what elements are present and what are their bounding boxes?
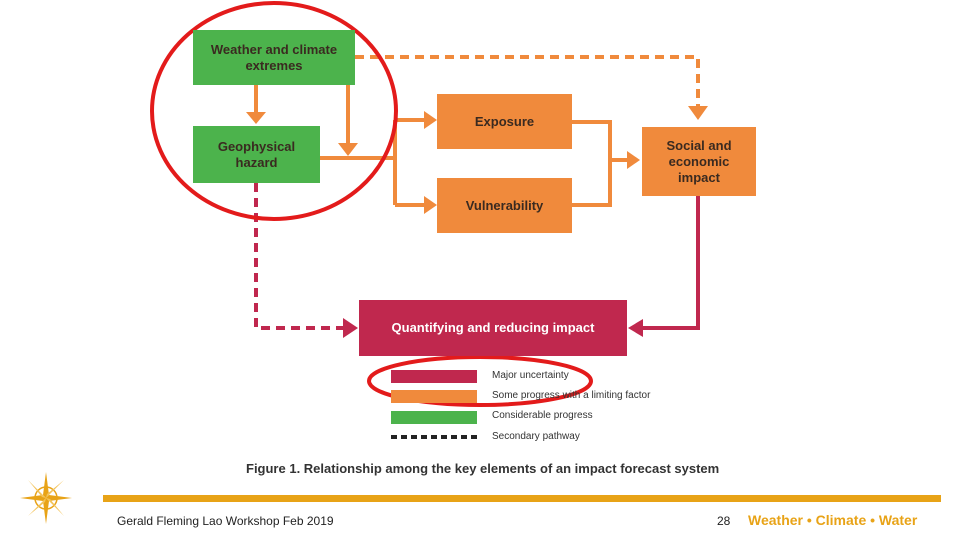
node-vulnerability: Vulnerability [437, 178, 572, 233]
arrowhead-weather-to-geophysical [246, 112, 266, 124]
arrowhead-geophysical-to-quantifying [343, 318, 358, 338]
legend-label-secondary-pathway: Secondary pathway [492, 431, 580, 442]
compass-star-icon [16, 470, 76, 526]
arrowhead-to-exposure [424, 111, 437, 129]
legend-label-considerable-progress: Considerable progress [492, 410, 593, 421]
dashed-weather-to-social [355, 55, 700, 106]
arrowhead-social-to-quantifying [628, 319, 643, 337]
legend-swatch-secondary-pathway [391, 435, 477, 439]
highlight-ring-legend [367, 355, 593, 407]
legend-label-major-uncertainty: Major uncertainty [492, 370, 569, 381]
footer-author: Gerald Fleming Lao Workshop Feb 2019 [117, 514, 334, 528]
brand-tagline: Weather • Climate • Water [748, 512, 918, 528]
page-number: 28 [717, 514, 731, 528]
legend-swatch-major-uncertainty [391, 370, 477, 383]
dashed-geophysical-to-quantifying [254, 183, 345, 330]
arrowhead-to-vulnerability [424, 196, 437, 214]
figure-caption: Figure 1. Relationship among the key ele… [246, 461, 720, 476]
node-weather-climate-extremes: Weather and climate extremes [193, 30, 355, 85]
legend-swatch-considerable-progress [391, 411, 477, 424]
arrowhead-to-social [627, 151, 640, 169]
arrow-social-to-quantifying [642, 196, 700, 330]
connector-exp-vul-merge [572, 120, 612, 207]
arrowhead-weather-to-social [688, 106, 708, 120]
node-social-economic-impact: Social and economic impact [642, 127, 756, 196]
arrowhead-weather-trunk [338, 143, 358, 156]
node-exposure: Exposure [437, 94, 572, 149]
node-quantifying-reducing-impact: Quantifying and reducing impact [359, 300, 627, 356]
legend-swatch-some-progress [391, 390, 477, 403]
footer-accent-bar [103, 495, 941, 502]
legend-label-some-progress: Some progress with a limiting factor [492, 390, 651, 401]
node-geophysical-hazard: Geophysical hazard [193, 126, 320, 183]
highlight-ring-hazards [150, 1, 398, 221]
